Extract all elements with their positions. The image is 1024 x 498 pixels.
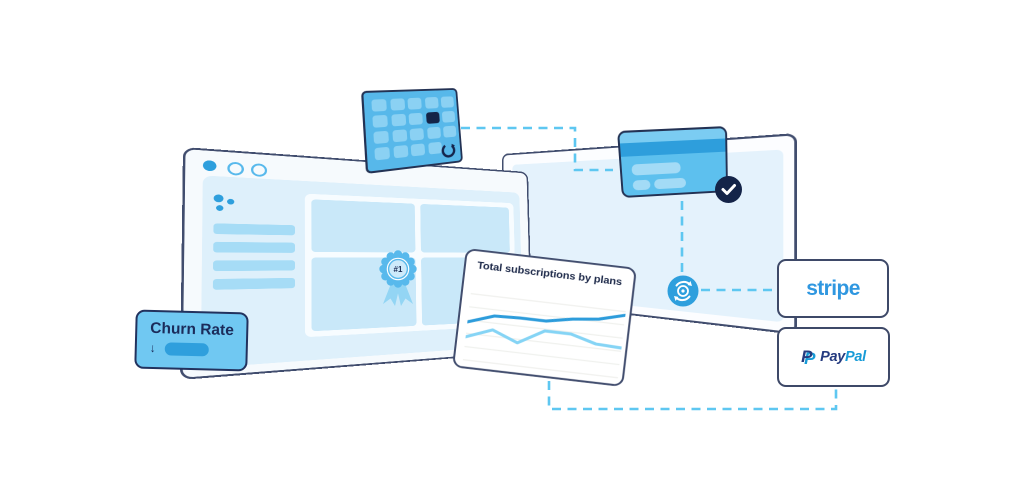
refresh-icon	[440, 141, 458, 160]
card-detail-bar	[632, 179, 651, 191]
calendar-day-cell	[408, 112, 423, 126]
calendar-selected-day	[425, 111, 440, 125]
calendar-day-cell	[441, 110, 456, 123]
chart-series-plan-dark	[465, 313, 627, 324]
calendar-widget	[361, 88, 463, 174]
calendar-day-cell	[372, 114, 388, 129]
chart-gridline	[464, 345, 620, 366]
connector-calendar-to-card	[461, 126, 613, 172]
calendar-day-cell	[389, 98, 405, 112]
calendar-day-cell	[390, 113, 406, 127]
credit-card	[617, 126, 728, 198]
chart-gridline	[469, 306, 625, 326]
calendar-day-cell	[392, 144, 408, 159]
chart-gridline	[465, 332, 622, 352]
churn-rate-card: Churn Rate ↓	[134, 309, 249, 372]
recurring-payment-icon	[666, 274, 700, 308]
paypal-logo-pay: Pay	[820, 349, 846, 365]
chart-gridline	[467, 319, 623, 339]
calendar-day-cell	[442, 125, 457, 138]
calendar-day-cell	[426, 126, 441, 140]
subscriptions-chart-card: Total subscriptions by plans	[452, 248, 637, 387]
calendar-day-cell	[410, 142, 426, 157]
arrow-down-icon: ↓	[149, 340, 156, 356]
churn-trend-pill	[164, 341, 209, 356]
chart-series-plan-light	[464, 328, 624, 350]
calendar-day-cell	[371, 99, 387, 113]
calendar-day-cell	[374, 146, 391, 161]
connector-card-to-stripe	[680, 201, 776, 292]
chart-gridline	[470, 292, 626, 313]
calendar-day-cell	[424, 96, 439, 110]
churn-rate-label: Churn Rate	[150, 319, 235, 340]
card-detail-bar	[653, 177, 687, 190]
badge-rank-label: #1	[394, 265, 403, 274]
rosette-ribbon-icon: #1	[379, 250, 417, 306]
churn-trend-row: ↓	[150, 341, 246, 358]
paypal-logo-pal: Pal	[845, 349, 866, 365]
calendar-day-cell	[407, 97, 422, 111]
first-place-badge: #1	[372, 247, 424, 309]
calendar-day-cell	[440, 96, 455, 109]
calendar-day-cell	[409, 127, 425, 141]
connector-chart-to-paypal	[547, 381, 838, 411]
stripe-logo: stripe	[806, 276, 860, 300]
stripe-card: stripe	[777, 259, 889, 318]
chart-gridline	[462, 359, 619, 379]
subscriptions-line-chart	[462, 292, 627, 379]
payment-success-check-icon	[715, 176, 742, 203]
calendar-day-cell	[391, 129, 407, 143]
card-number-bar	[631, 162, 681, 176]
calendar-day-cell	[373, 130, 389, 145]
